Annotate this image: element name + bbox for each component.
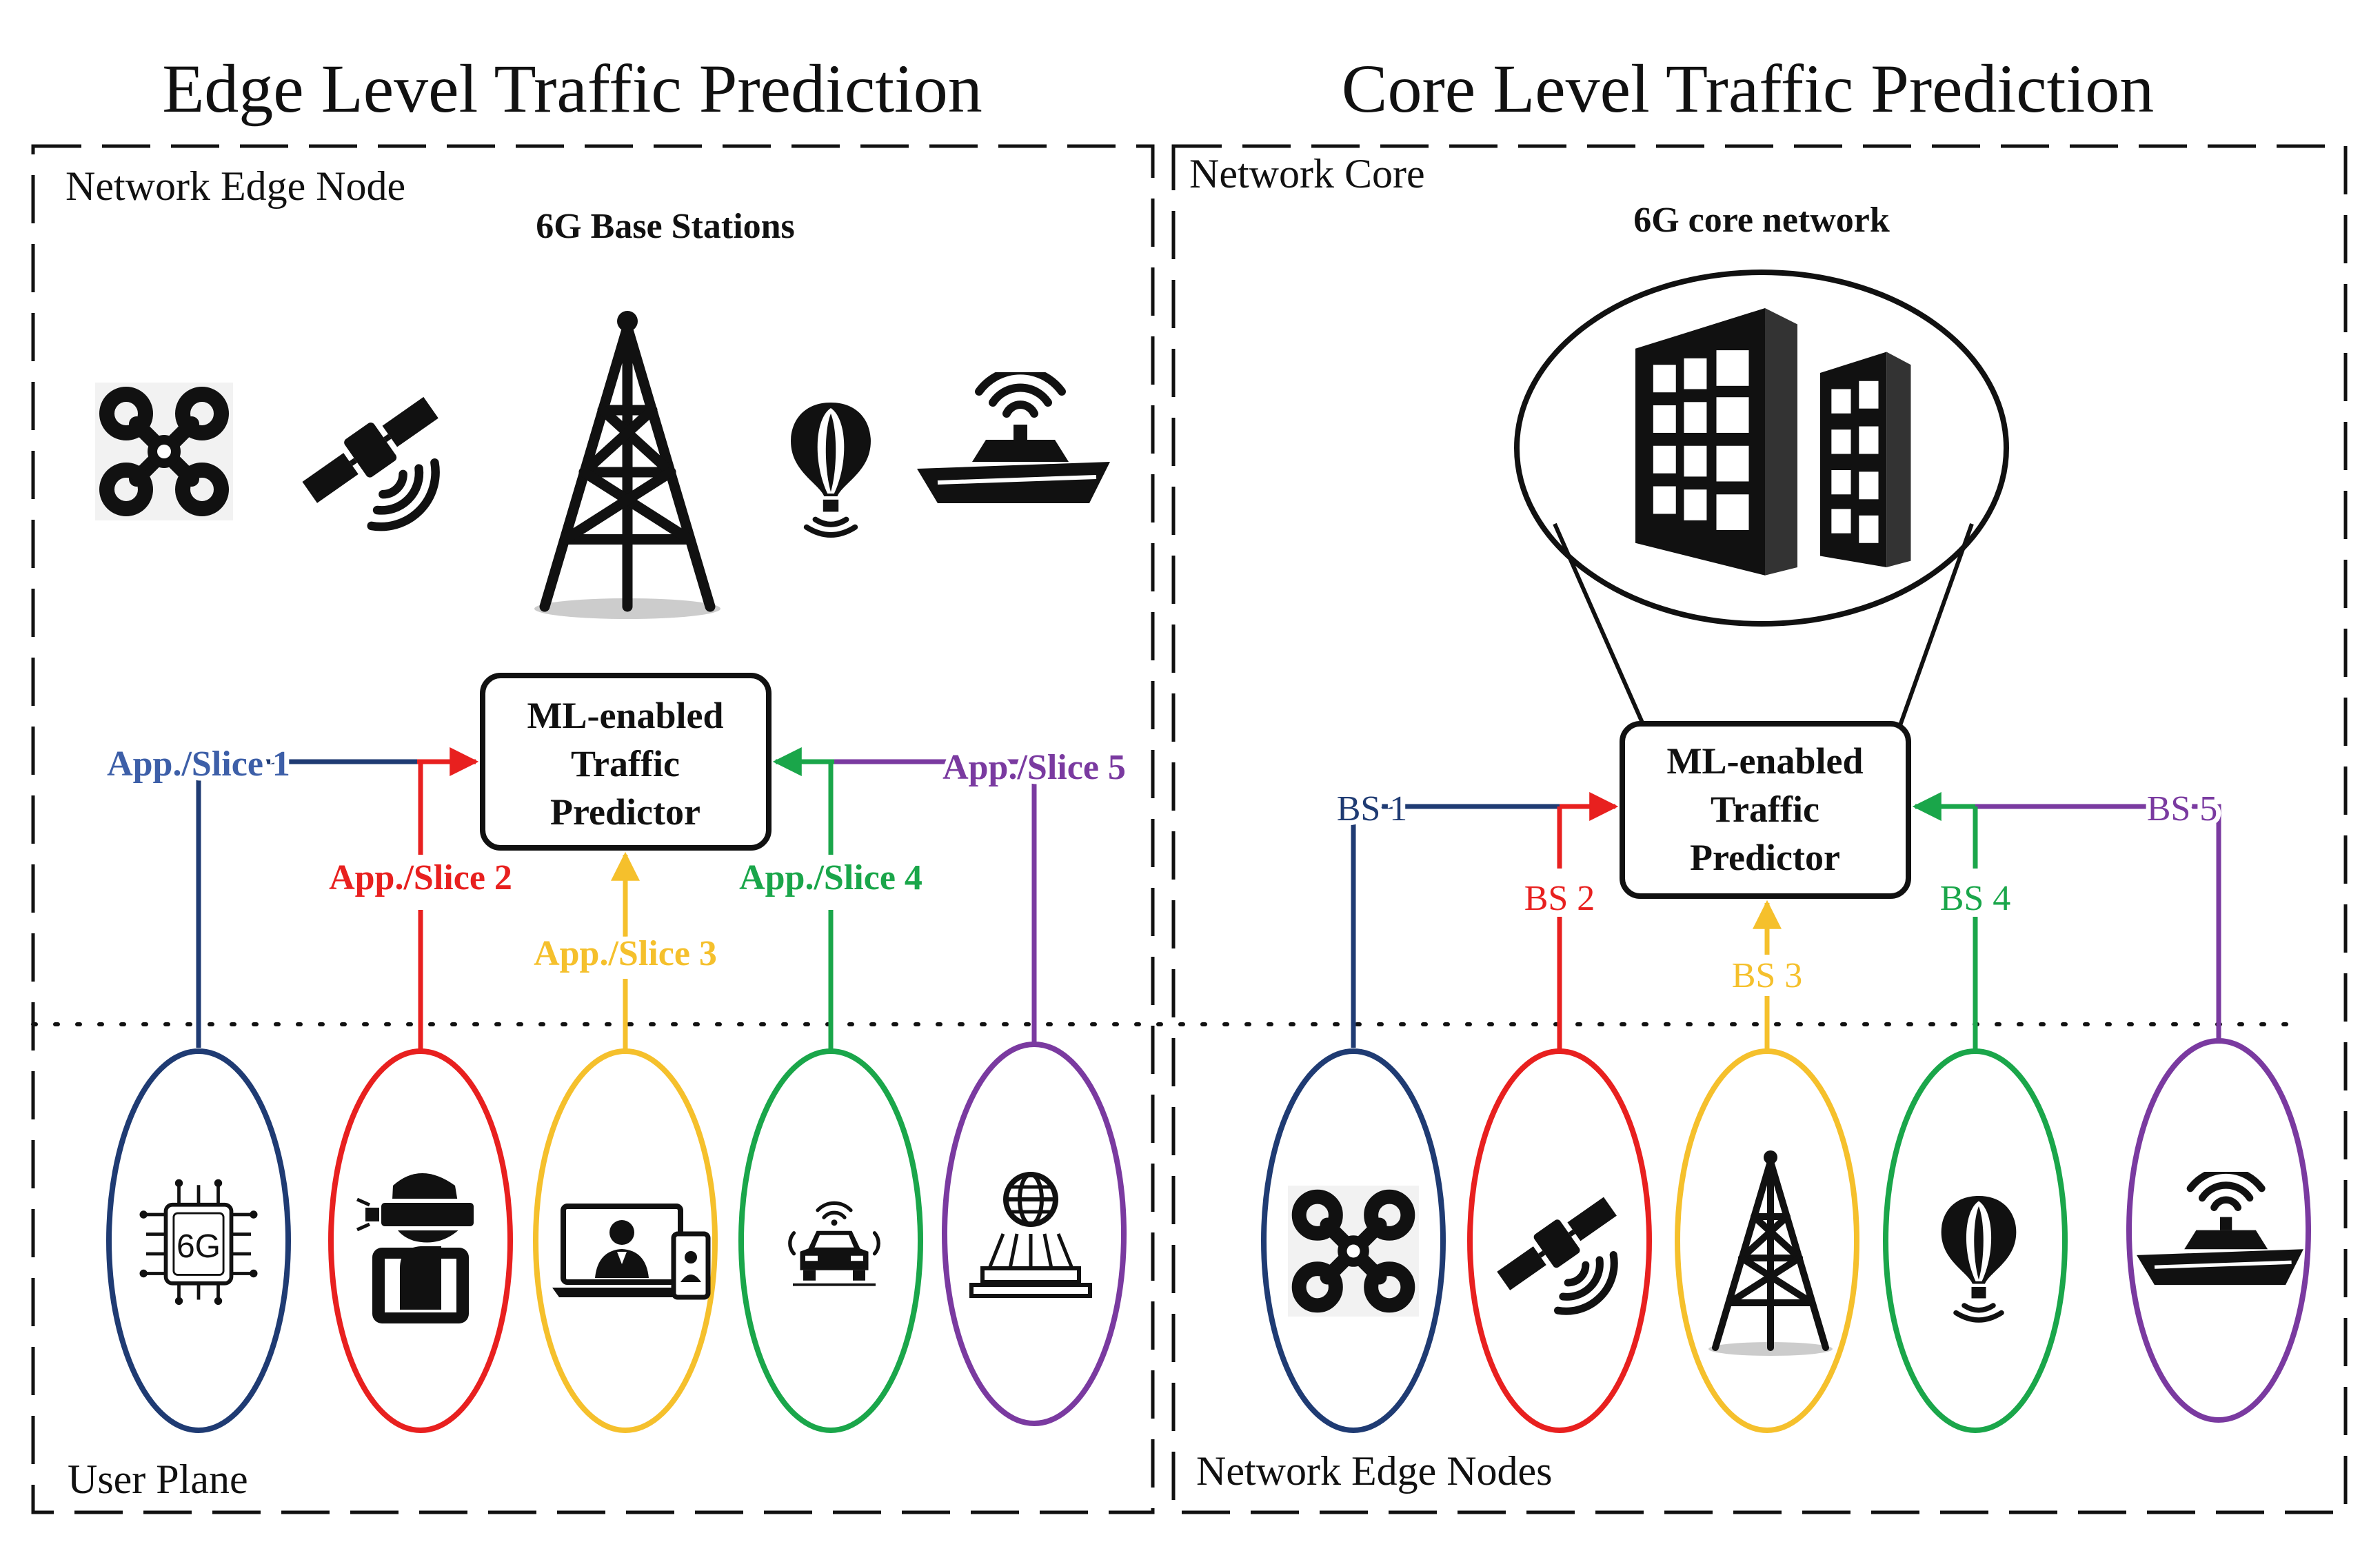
edge-frame (31, 144, 1155, 1514)
core-predictor-line-2: Traffic (1711, 789, 1819, 830)
core-node-ellipses (1261, 1038, 2311, 1433)
edge-region-label: Network Edge Node (65, 163, 405, 209)
core-input-label-4: BS 4 (1940, 879, 2011, 918)
edge-input-label-3: App./Slice 3 (534, 934, 717, 973)
drone-icon (1288, 1186, 1419, 1317)
edge-input-label-5: App./Slice 5 (942, 748, 1126, 787)
core-frame (1171, 144, 2348, 1514)
edge-predictor-box: ML-enabled Traffic Predictor (480, 673, 772, 851)
core-region-label: Network Core (1189, 151, 1425, 196)
funnel-right (1897, 522, 1974, 729)
satellite-icon (296, 389, 444, 527)
core-predictor-line-1: ML-enabled (1666, 740, 1863, 782)
edge-title: Edge Level Traffic Prediction (162, 50, 982, 127)
tower-icon (534, 311, 720, 619)
edge-nodes-label: Network Edge Nodes (1196, 1448, 1553, 1494)
core-title: Core Level Traffic Prediction (1342, 50, 2154, 127)
edge-predictor-line-3: Predictor (550, 791, 700, 833)
stations-label: 6G Base Stations (536, 207, 795, 246)
chip-label: 6G (177, 1228, 221, 1265)
edge-ellipse-5 (942, 1042, 1127, 1426)
user-plane-label: User Plane (68, 1456, 248, 1502)
funnel-left (1553, 522, 1646, 729)
edge-input-label-4: App./Slice 4 (739, 858, 922, 897)
core-input-label-5: BS 5 (2147, 789, 2218, 829)
balloon-icon (791, 403, 871, 535)
core-network-label: 6G core network (1633, 201, 1890, 240)
core-predictor-box: ML-enabled Traffic Predictor (1620, 721, 1911, 899)
edge-input-label-1: App./Slice 1 (107, 744, 290, 784)
core-connectors (1351, 792, 2221, 1055)
core-input-label-1: BS 1 (1337, 789, 1408, 829)
edge-connectors (196, 747, 1037, 1055)
edge-predictor-line-2: Traffic (571, 743, 680, 784)
ship-icon (917, 370, 1110, 503)
edge-user-ellipses (106, 1042, 1127, 1433)
core-input-label-3: BS 3 (1732, 956, 1803, 995)
edge-predictor-line-1: ML-enabled (527, 695, 723, 736)
drone-icon (95, 383, 233, 520)
edge-input-label-2: App./Slice 2 (329, 858, 512, 897)
core-input-label-2: BS 2 (1524, 879, 1595, 918)
core-predictor-line-3: Predictor (1690, 837, 1840, 878)
